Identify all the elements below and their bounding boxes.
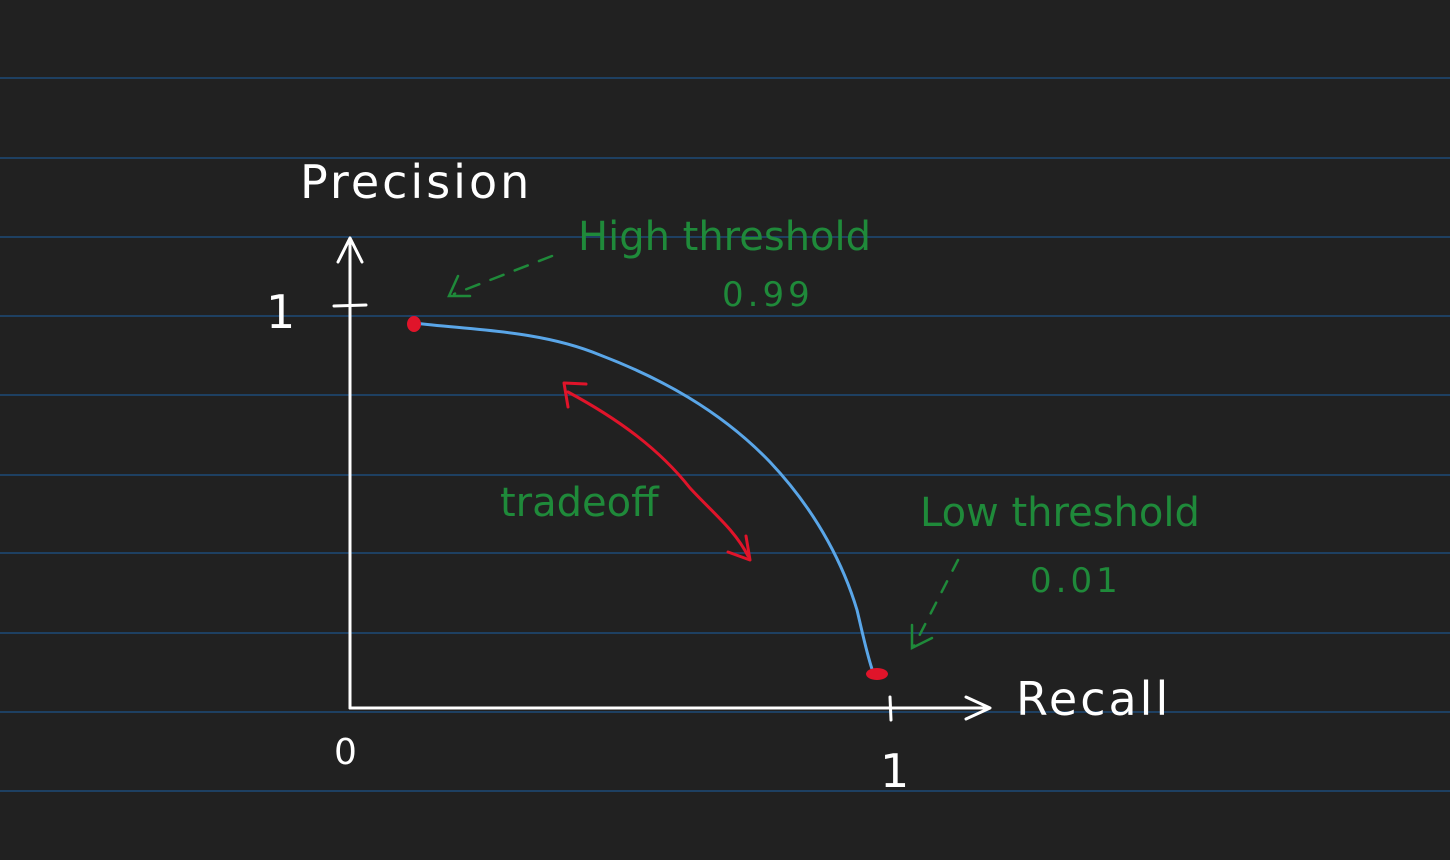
high-threshold-label: High threshold <box>578 214 871 260</box>
low-threshold-arrow <box>910 558 960 651</box>
x-axis-label: Recall <box>1016 672 1171 726</box>
tradeoff-arrowhead-bottom <box>726 534 752 562</box>
x-axis-arrowhead <box>964 695 992 721</box>
low-threshold-label: Low threshold <box>920 490 1200 536</box>
y-axis-label: Precision <box>300 155 532 209</box>
tradeoff-label: tradeoff <box>500 480 660 526</box>
low-threshold-value: 0.01 <box>1030 561 1122 601</box>
arrowhead <box>447 274 472 298</box>
tradeoff-arrow <box>562 381 752 562</box>
tradeoff-arrowhead-top <box>562 381 588 409</box>
axes <box>332 236 992 722</box>
origin-label: 0 <box>334 732 357 773</box>
high-threshold-arrow <box>447 254 554 298</box>
dashed-arrow-shaft <box>912 558 960 648</box>
arrowhead <box>910 623 934 651</box>
tradeoff-arrow-shaft <box>566 390 750 558</box>
dashed-arrow-shaft <box>452 254 554 296</box>
ruled-lines <box>0 77 1450 792</box>
high-threshold-value: 0.99 <box>722 275 814 315</box>
y-tick-label: 1 <box>266 285 295 339</box>
x-tick-label: 1 <box>880 744 909 798</box>
low-threshold-point <box>866 668 888 680</box>
y-tick-mark <box>332 303 368 308</box>
high-threshold-point <box>407 316 421 332</box>
x-tick-mark <box>888 695 893 722</box>
precision-recall-curve <box>412 321 875 674</box>
y-axis-arrowhead <box>336 236 364 264</box>
